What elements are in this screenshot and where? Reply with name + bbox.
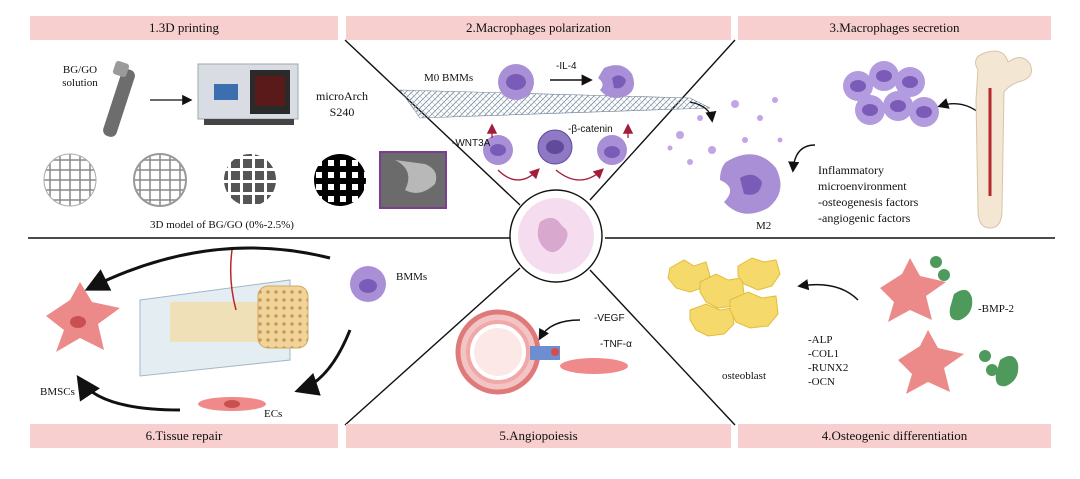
macrophage-m0 — [498, 64, 534, 100]
section-banner-4: 4.Osteogenic differentiation — [738, 424, 1051, 448]
vegf-label: -VEGF — [594, 313, 625, 324]
m0-label: M0 BMMs — [424, 72, 474, 84]
cytokine-dots — [667, 97, 783, 181]
printer-label: microArch S240 — [316, 89, 368, 119]
macrophage-cluster — [843, 61, 939, 127]
m2-label: M2 — [756, 220, 772, 232]
marker-runx2: -RUNX2 — [808, 362, 849, 374]
bone-icon — [975, 50, 1032, 229]
osteoblast-cluster — [667, 257, 781, 337]
tnf-label: -TNF-α — [600, 339, 632, 350]
bmp2-label: -BMP-2 — [978, 303, 1015, 315]
bmscs-label: BMSCs — [40, 386, 75, 398]
marker-col1: -COL1 — [808, 348, 840, 360]
bmsc-cell — [46, 282, 120, 352]
blood-vessel — [455, 309, 628, 395]
macrophage-m2-small — [598, 65, 634, 98]
msc-cells — [880, 258, 964, 394]
vial-icon — [103, 60, 135, 137]
section-banner-5: 5.Angiopoiesis — [346, 424, 731, 448]
section-banner-3: 3.Macrophages secretion — [738, 16, 1051, 40]
bmp2-molecules — [930, 256, 1019, 387]
marker-alp: -ALP — [808, 334, 833, 346]
center-macrophage — [509, 189, 603, 283]
section-banner-2: 2.Macrophages polarization — [346, 16, 731, 40]
ec-cell — [198, 397, 266, 411]
ecs-label: ECs — [264, 408, 283, 420]
secretion-line-3: -osteogenesis factors — [818, 195, 919, 209]
macrophage-m2-large — [720, 154, 781, 214]
marker-ocn: -OCN — [808, 376, 835, 388]
model-label: 3D model of BG/GO (0%-2.5%) — [150, 219, 294, 231]
solution-label: BG/GO solution — [62, 64, 98, 89]
bmms-label: BMMs — [396, 271, 428, 283]
macrophage-row — [483, 123, 634, 181]
il4-label: -IL-4 — [556, 61, 577, 72]
secretion-line-1: Inflammatory — [818, 163, 884, 177]
secretion-line-4: -angiogenic factors — [818, 211, 911, 225]
osteoblast-label: osteoblast — [722, 370, 766, 382]
scaffold-models — [43, 151, 447, 209]
secretion-line-2: microenvironment — [818, 179, 907, 193]
mesh-scaffold — [399, 89, 711, 119]
divider-lines — [28, 39, 1055, 426]
catenin-label: -β-catenin — [568, 124, 613, 135]
bone-defect-model — [139, 249, 309, 377]
bmm-cell — [350, 266, 386, 302]
section-banner-6: 6.Tissue repair — [30, 424, 338, 448]
wnt3a-label: -WNT3A — [452, 138, 491, 149]
section-banner-1: 1.3D printing — [30, 16, 338, 40]
printer-icon — [197, 63, 299, 125]
